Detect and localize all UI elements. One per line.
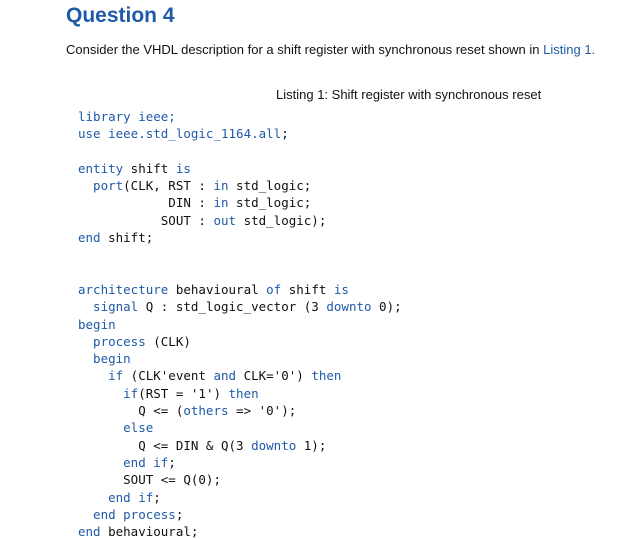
code-keyword: architecture	[78, 281, 169, 297]
code-text: shift	[281, 281, 334, 297]
code-keyword: in	[213, 178, 229, 194]
code-keyword: else	[78, 420, 154, 436]
code-text: CLK='0')	[236, 368, 312, 384]
code-keyword: end	[78, 524, 101, 540]
code-text: std_logic;	[228, 195, 312, 211]
code-keyword: downto	[326, 299, 372, 315]
code-keyword: if	[78, 385, 139, 401]
code-text: behavioural;	[100, 524, 199, 540]
code-line: end if;	[78, 454, 402, 471]
code-text: (CLK, RST :	[123, 178, 214, 194]
code-line: entity shift is	[78, 160, 402, 177]
code-text: (CLK'event	[123, 368, 214, 384]
code-keyword: all	[258, 126, 282, 142]
code-line: else	[78, 419, 402, 436]
listing-reference-link[interactable]: Listing 1.	[543, 42, 596, 57]
code-text: shift;	[100, 230, 154, 246]
code-line: SOUT <= Q(0);	[78, 471, 402, 488]
code-keyword: end if	[78, 489, 154, 505]
code-keyword: signal	[78, 299, 139, 315]
code-line: end behavioural;	[78, 523, 402, 540]
code-keyword: is	[333, 281, 349, 297]
code-text: Q <= DIN & Q(3	[78, 437, 252, 453]
question-heading: Question 4	[66, 4, 175, 27]
code-keyword: entity	[78, 160, 124, 176]
code-text: ;	[153, 489, 161, 505]
code-keyword: and	[213, 368, 237, 384]
listing-caption: Listing 1: Shift register with synchrono…	[276, 87, 542, 102]
code-keyword: in	[213, 195, 229, 211]
code-line: port(CLK, RST : in std_logic;	[78, 177, 402, 194]
vhdl-code-listing: library ieee;use ieee.std_logic_1164.all…	[78, 108, 402, 540]
code-line: architecture behavioural of shift is	[78, 281, 402, 298]
code-text: ;	[175, 506, 184, 522]
code-text: => '0');	[228, 403, 297, 419]
code-text: shift	[123, 160, 176, 176]
code-keyword: then	[228, 385, 259, 401]
code-keyword: then	[311, 368, 342, 384]
code-keyword: end	[78, 230, 101, 246]
code-keyword: is	[175, 160, 191, 176]
code-line: end shift;	[78, 229, 402, 246]
code-keyword: library ieee;	[78, 109, 176, 124]
question-intro: Consider the VHDL description for a shif…	[66, 42, 595, 57]
code-line: signal Q : std_logic_vector (3 downto 0)…	[78, 298, 402, 315]
code-text: std_logic);	[236, 212, 327, 228]
code-line: begin	[78, 316, 402, 333]
code-line: end process;	[78, 506, 402, 523]
code-line: Q <= DIN & Q(3 downto 1);	[78, 437, 402, 454]
code-keyword: downto	[251, 437, 297, 453]
code-text: std_logic;	[228, 178, 312, 194]
code-keyword: end if	[78, 454, 169, 470]
code-text: DIN :	[78, 195, 214, 211]
code-keyword: end process	[78, 506, 176, 522]
code-keyword: begin	[78, 351, 131, 367]
code-text: SOUT <= Q(0);	[78, 472, 221, 488]
code-line: if (CLK'event and CLK='0') then	[78, 367, 402, 384]
code-line: end if;	[78, 489, 402, 506]
code-line: SOUT : out std_logic);	[78, 212, 402, 229]
code-text: ;	[168, 454, 176, 470]
code-line	[78, 264, 402, 281]
code-keyword: of	[266, 281, 282, 297]
code-line: process (CLK)	[78, 333, 402, 350]
code-line	[78, 143, 402, 160]
code-line	[78, 246, 402, 263]
code-keyword: use ieee.std_logic_1164.	[78, 126, 259, 142]
code-keyword: begin	[78, 316, 116, 332]
code-line: DIN : in std_logic;	[78, 194, 402, 211]
code-text: (CLK)	[145, 333, 191, 349]
code-keyword: if	[78, 368, 124, 384]
code-line: use ieee.std_logic_1164.all;	[78, 125, 402, 142]
code-line: library ieee;	[78, 108, 402, 125]
code-line: begin	[78, 350, 402, 367]
code-keyword: process	[78, 333, 146, 349]
code-keyword: others	[183, 403, 229, 419]
code-text: (RST = '1')	[138, 385, 229, 401]
code-line: if(RST = '1') then	[78, 385, 402, 402]
code-text: ;	[281, 126, 289, 142]
code-text: SOUT :	[78, 212, 214, 228]
code-text: Q <= (	[78, 403, 184, 419]
code-text: behavioural	[168, 281, 267, 297]
intro-text: Consider the VHDL description for a shif…	[66, 42, 544, 57]
code-text: 1);	[296, 437, 327, 453]
code-text: 0);	[371, 299, 402, 315]
code-keyword: out	[213, 212, 237, 228]
code-text: Q : std_logic_vector (3	[138, 299, 327, 315]
code-line: Q <= (others => '0');	[78, 402, 402, 419]
code-keyword: port	[78, 178, 124, 194]
